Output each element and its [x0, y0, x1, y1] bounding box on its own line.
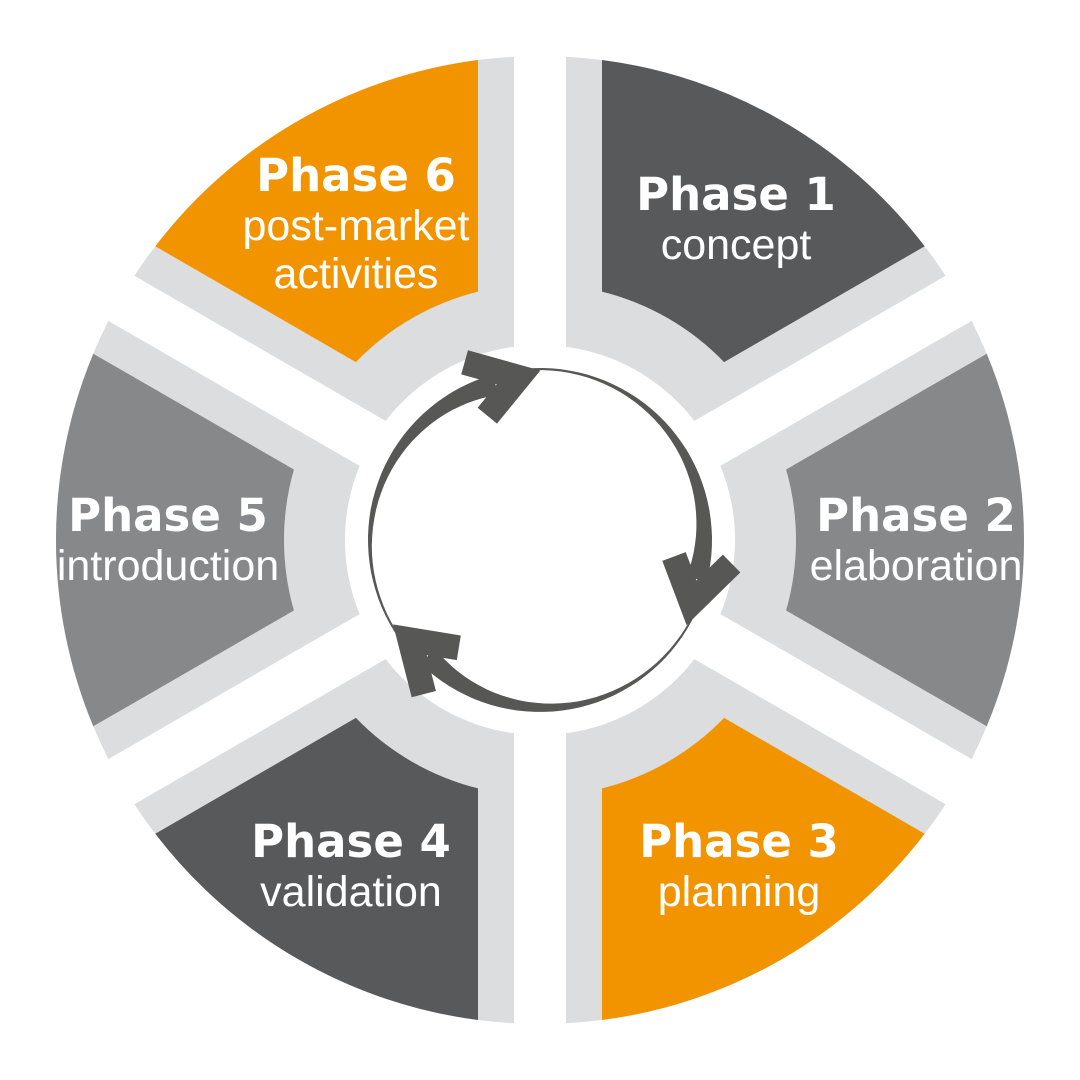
- phase-4-segment: [155, 717, 479, 1020]
- cycle-arrow-bottom-right-icon: [525, 368, 741, 626]
- cycle-arrow-bottom-left-head: [393, 624, 461, 698]
- cycle-arrow-bottom-right-head: [662, 552, 741, 626]
- cycle-arrow-top-icon: [368, 350, 541, 639]
- phase-5-segment: [56, 353, 294, 727]
- phase-3-segment: [602, 717, 925, 1020]
- cycle-arrow-bottom-left-icon: [393, 611, 696, 712]
- cycle-arrow-bottom-right-arc: [525, 368, 712, 582]
- phase-2-segment: [786, 353, 1024, 727]
- cycle-arrow-top-arc: [368, 374, 499, 639]
- segment-layer: [56, 60, 1024, 1020]
- phase-6-segment: [155, 60, 479, 363]
- cycle-arrow-bottom-left-arc: [420, 611, 696, 712]
- phase-1-segment: [602, 60, 925, 363]
- cycle-arrow-top-head: [461, 350, 541, 424]
